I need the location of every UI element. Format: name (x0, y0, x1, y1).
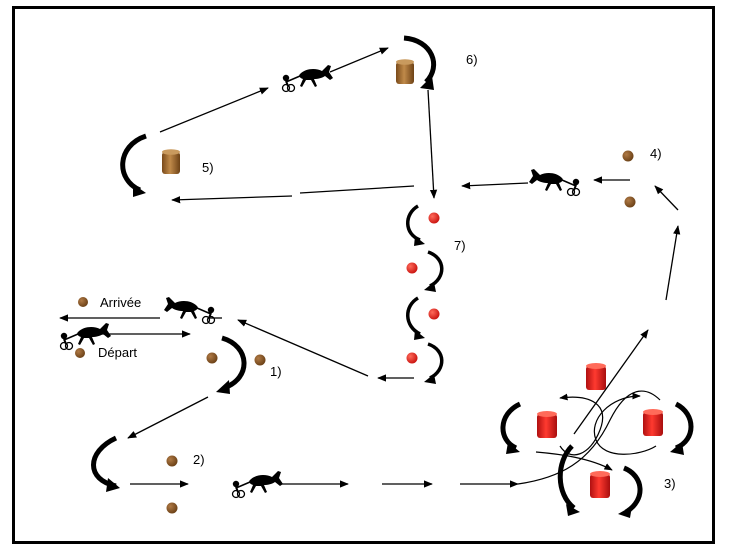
path-arrow (654, 185, 679, 211)
step-label-3: 3) (664, 476, 676, 491)
slalom-arrow (427, 250, 444, 288)
path-arrow (573, 329, 649, 435)
turn-arrow-3 (557, 444, 576, 510)
step-label-1: 1) (270, 364, 282, 379)
step-label-5: 5) (202, 160, 214, 175)
barrel-icon (537, 411, 557, 438)
slalom-arrow (427, 342, 444, 380)
post-marker-icon (206, 352, 266, 366)
step-label-2: 2) (193, 452, 205, 467)
turn-arrow-1 (221, 335, 247, 391)
path-arrow (171, 195, 293, 204)
label-depart: Départ (98, 345, 137, 360)
path-arrow (299, 185, 415, 194)
label-arrivee: Arrivée (100, 295, 141, 310)
diagram-frame (12, 6, 715, 544)
barrel-icon (643, 409, 663, 436)
course-path (535, 451, 613, 471)
barrel-icon (590, 471, 610, 498)
turn-arrow-3 (674, 401, 694, 451)
slalom-arrow (406, 204, 421, 242)
turn-arrow-6 (403, 35, 437, 84)
path-arrow (159, 87, 269, 133)
step-label-7: 7) (454, 238, 466, 253)
step-label-6: 6) (466, 52, 478, 67)
step-label-4: 4) (650, 146, 662, 161)
path-arrow (127, 396, 209, 439)
horse-and-sulky-icon (231, 470, 284, 499)
horse-and-sulky-icon (163, 296, 216, 325)
course-path (593, 392, 657, 455)
course-path (559, 393, 604, 456)
turn-arrow-5 (120, 133, 147, 193)
turn-arrow-2 (91, 435, 118, 489)
turn-arrow-3 (622, 465, 643, 515)
path-arrow (329, 47, 389, 73)
turn-arrow-3 (500, 401, 522, 451)
course-path (517, 390, 661, 485)
post-marker-icon (622, 150, 636, 208)
path-arrow (427, 89, 438, 199)
path-arrow (237, 319, 369, 377)
barrel-icon (396, 59, 414, 84)
barrel-icon (586, 363, 606, 390)
horse-and-sulky-icon (281, 64, 334, 93)
path-arrow (461, 181, 529, 190)
post-marker-icon (166, 455, 178, 514)
post-marker-icon (75, 348, 85, 358)
post-marker-icon (78, 297, 88, 307)
barrel-icon (162, 149, 180, 174)
ball-marker-icon (406, 212, 440, 364)
horse-and-sulky-icon (528, 168, 581, 197)
path-arrow (665, 225, 681, 301)
slalom-arrow (406, 296, 421, 336)
